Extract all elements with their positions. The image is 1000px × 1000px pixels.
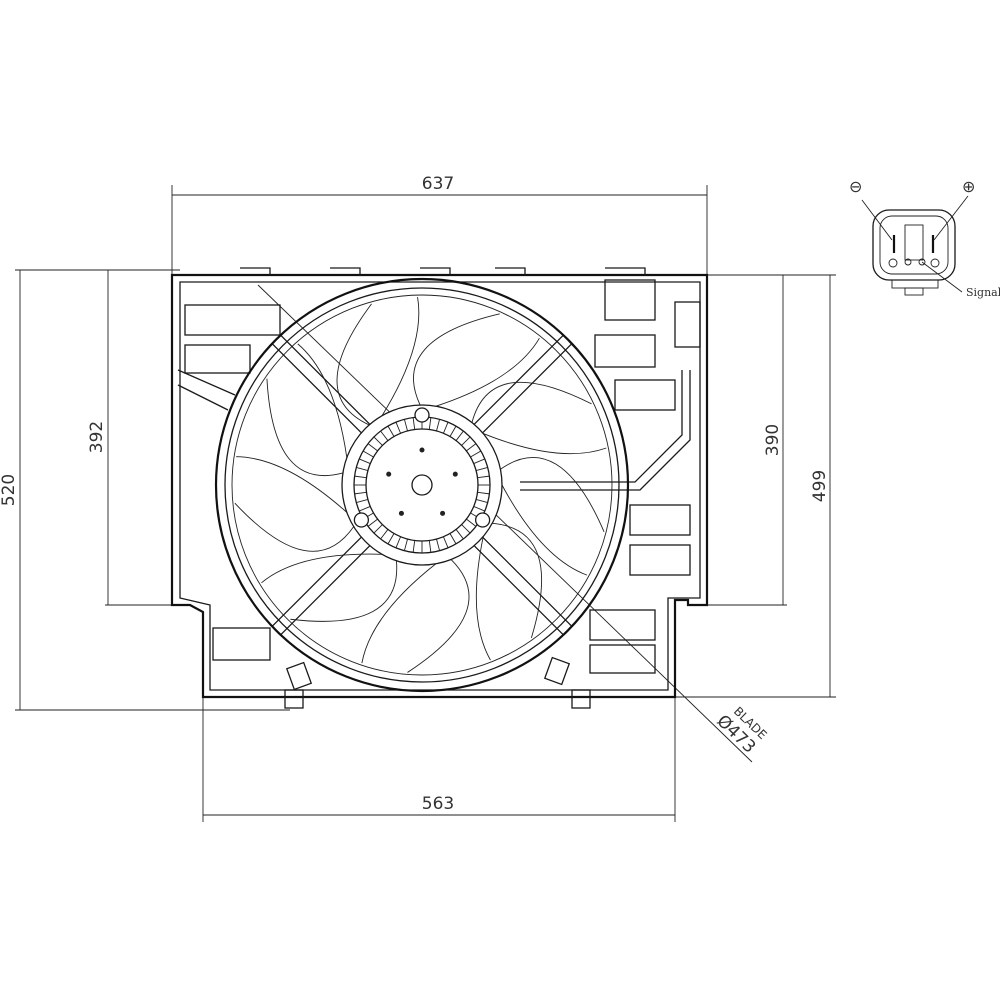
hub-rib	[455, 529, 464, 540]
hub-rib	[436, 538, 441, 551]
hub-rib	[362, 450, 374, 458]
hub-hole	[386, 471, 392, 477]
hub-rib	[443, 536, 449, 548]
hub-rib	[461, 524, 471, 534]
hub-rib	[466, 443, 477, 452]
fan-blade	[297, 303, 372, 458]
dim-499: 499	[810, 470, 830, 502]
hub-rib	[475, 466, 488, 471]
dim-390: 390	[763, 424, 783, 456]
minus-terminal-symbol: ⊖	[849, 177, 862, 196]
hub-rib	[473, 506, 485, 512]
hub-rib	[354, 475, 367, 479]
hub-rib	[475, 499, 488, 504]
hub-rib	[461, 436, 471, 446]
fan-blade	[435, 337, 592, 423]
hub-rib	[380, 529, 389, 540]
fan-blade	[492, 484, 588, 639]
spoke	[470, 533, 572, 635]
hub-rib	[395, 536, 401, 548]
dim-637: 637	[422, 174, 454, 194]
hub-rib	[373, 436, 383, 446]
hub-rib	[356, 466, 369, 471]
hub-rib	[449, 425, 457, 437]
dim-563: 563	[422, 794, 454, 814]
hub-rib	[359, 506, 371, 512]
hub-rib	[466, 518, 477, 527]
hub-rib	[470, 450, 482, 458]
hub-rib	[354, 491, 367, 495]
hub-rib	[367, 518, 378, 527]
plus-terminal-symbol: ⊕	[962, 177, 975, 196]
hub-bolts	[353, 407, 491, 528]
hub-rib	[356, 499, 369, 504]
fan-blade	[234, 502, 383, 584]
fan-blade	[407, 536, 491, 673]
hub-rib	[387, 425, 395, 437]
hub-bolt	[474, 512, 491, 528]
hub-rib	[436, 419, 441, 432]
spoke	[272, 533, 374, 635]
fan-blade	[236, 378, 348, 513]
fan	[214, 277, 630, 693]
hub-rib	[412, 540, 416, 553]
hub-bolt	[414, 407, 430, 423]
spoke	[272, 335, 374, 437]
hub-rib	[373, 524, 383, 534]
hub-rib	[443, 422, 449, 434]
dim-392: 392	[87, 421, 107, 453]
hub-rib	[428, 540, 432, 553]
electrical-connector: ⊖ ⊕ Signal	[849, 177, 1000, 299]
hub-rib	[395, 422, 401, 434]
hub-rib	[367, 443, 378, 452]
shroud-frame	[170, 267, 709, 709]
hub-rib	[359, 458, 371, 464]
hub-rib	[477, 475, 490, 479]
fan-spokes	[272, 335, 572, 635]
hub-rib	[387, 533, 395, 545]
fan-blade	[381, 296, 500, 416]
hub-hole	[419, 447, 425, 453]
hub-rib	[380, 430, 389, 441]
fan-blade	[483, 433, 607, 533]
hub-rib	[412, 417, 416, 430]
dimension-lines	[15, 185, 836, 822]
hub-ribs	[354, 417, 490, 553]
fan-blades	[234, 296, 607, 673]
hub-rib	[403, 419, 408, 432]
dim-520: 520	[0, 474, 19, 506]
hub-hole	[398, 510, 404, 516]
fan-blade	[290, 560, 437, 664]
hub-bolt	[353, 512, 370, 528]
hub-rib	[449, 533, 457, 545]
spoke	[470, 335, 572, 437]
hub-rib	[428, 417, 432, 430]
hub-rib	[477, 491, 490, 495]
signal-label: Signal	[966, 286, 1000, 299]
hub-hole	[440, 510, 446, 516]
hub-rib	[455, 430, 464, 441]
hub-rib	[473, 458, 485, 464]
hub-hole	[452, 471, 458, 477]
hub-rib	[403, 538, 408, 551]
